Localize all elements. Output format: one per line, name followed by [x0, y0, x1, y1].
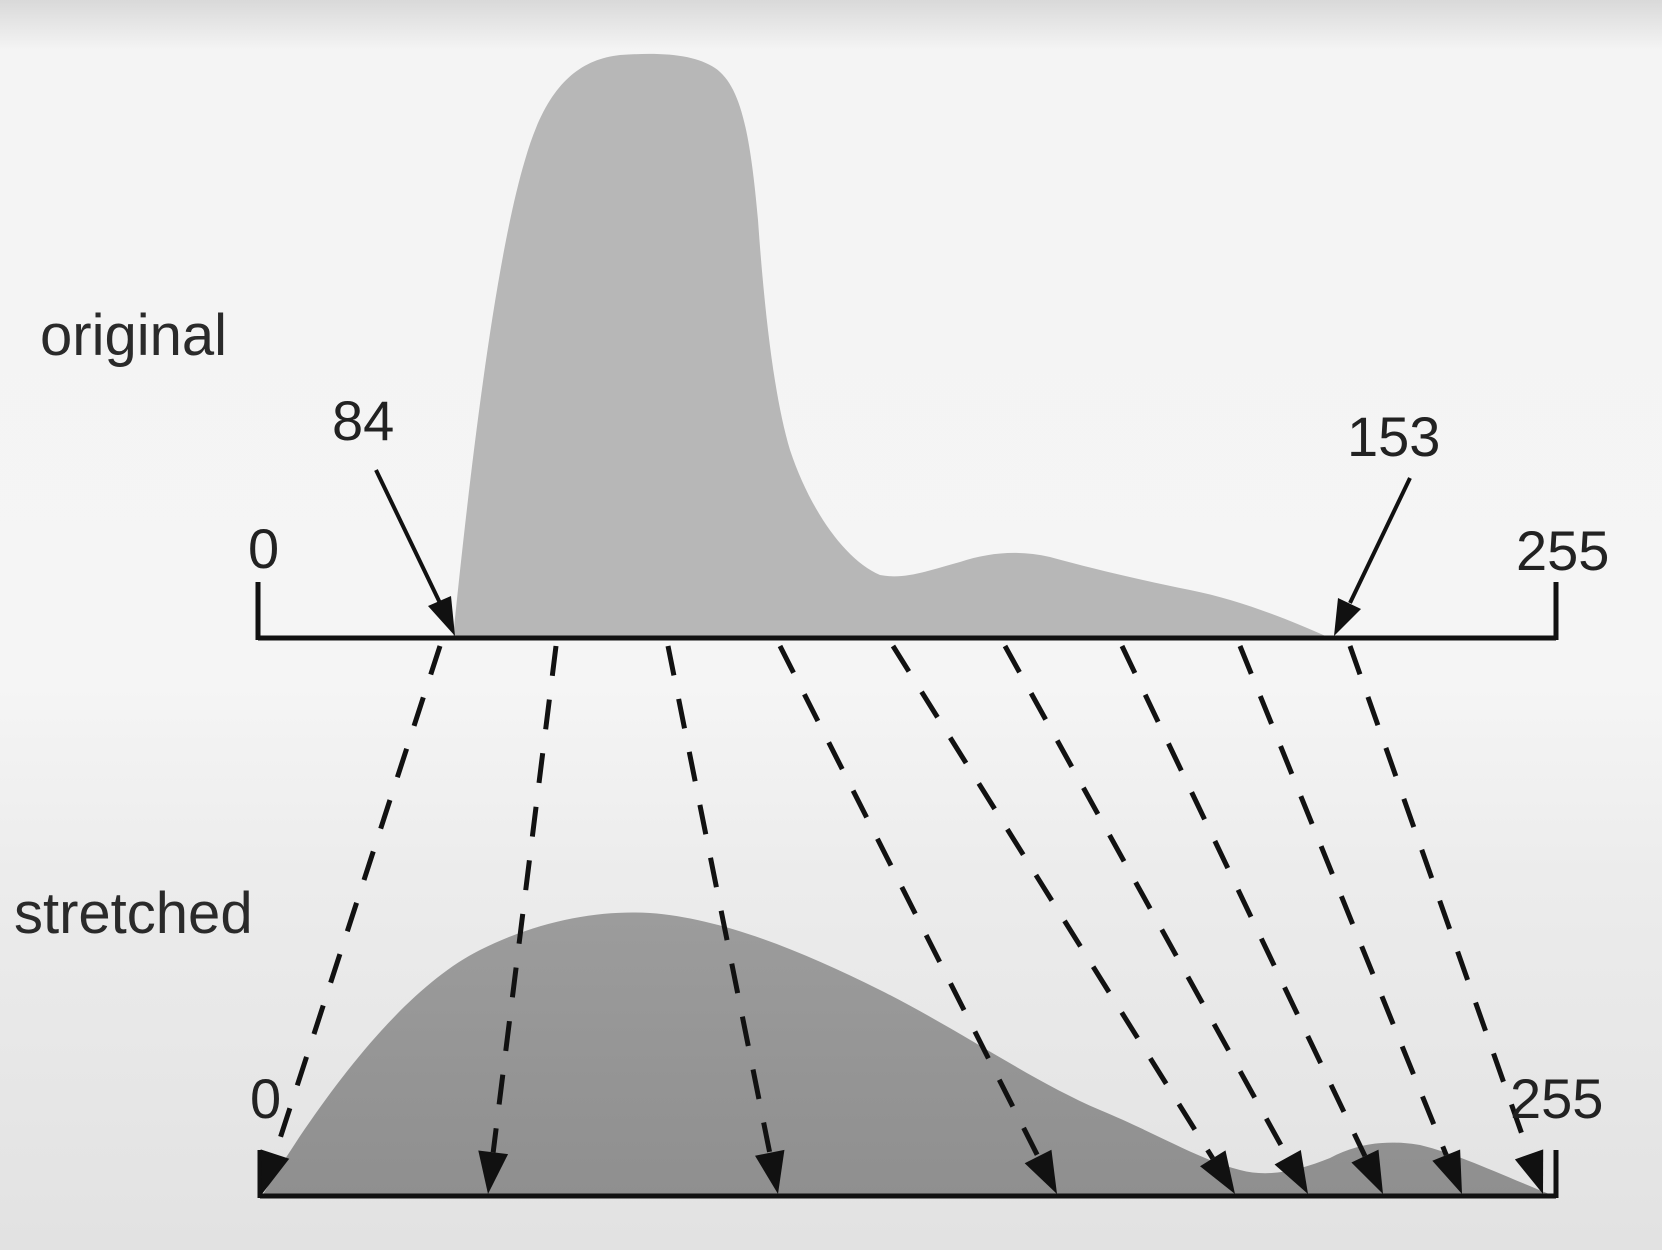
high-cut-label: 153	[1347, 405, 1440, 468]
mapping-arrow	[1237, 645, 1462, 1194]
pointer-arrow-84	[374, 469, 455, 636]
low-cut-label: 84	[332, 389, 394, 452]
mapping-arrow	[1347, 645, 1544, 1194]
mapping-arrow	[777, 644, 1057, 1194]
original-label: original	[40, 303, 227, 368]
original-max-label: 255	[1516, 519, 1609, 582]
mapping-arrow	[260, 645, 443, 1194]
mapping-arrow	[1002, 644, 1308, 1194]
mapping-arrow	[478, 645, 559, 1194]
pointer-arrow-153	[1334, 477, 1412, 636]
stretched-axis	[257, 1150, 1559, 1199]
mapping-arrow	[890, 644, 1235, 1194]
stretched-histogram	[262, 912, 1554, 1196]
original-min-label: 0	[248, 517, 279, 580]
original-axis	[255, 582, 1559, 641]
stretched-label: stretched	[14, 881, 253, 946]
original-histogram	[453, 53, 1330, 638]
stretched-max-label: 255	[1510, 1067, 1603, 1130]
stretched-min-label: 0	[250, 1067, 281, 1130]
mapping-arrows	[260, 644, 1544, 1194]
mapping-arrow	[665, 645, 785, 1194]
mapping-arrow	[1119, 644, 1383, 1194]
